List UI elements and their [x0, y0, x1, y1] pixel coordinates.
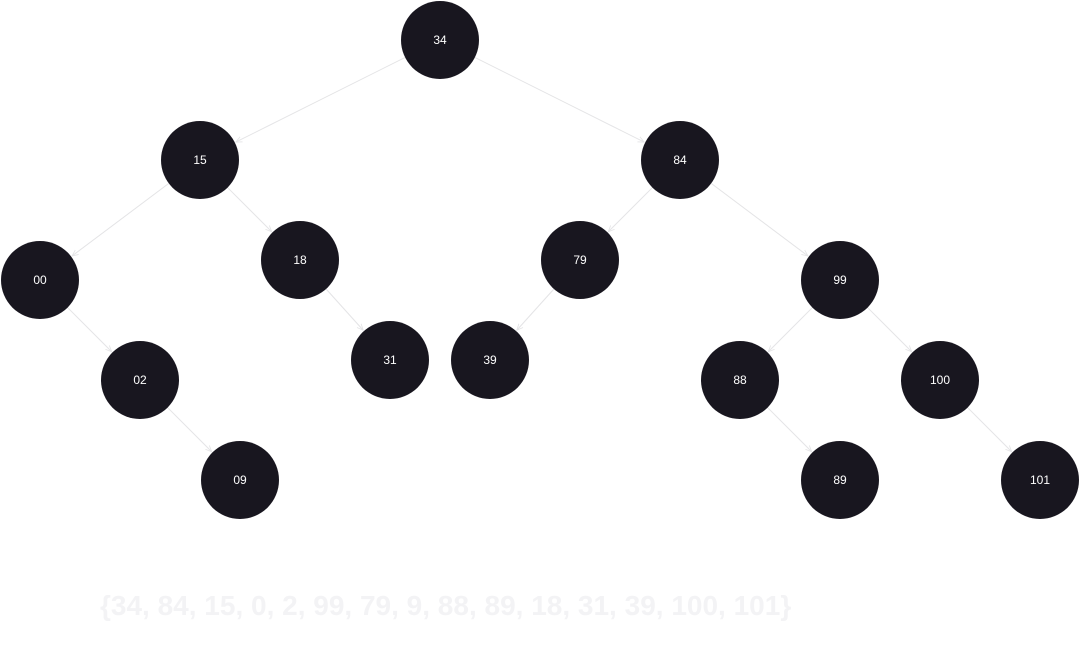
tree-node-18: 18 [261, 221, 339, 299]
tree-node-00: 00 [1, 241, 79, 319]
node-circle [351, 321, 429, 399]
node-circle [641, 121, 719, 199]
tree-node-88: 88 [701, 341, 779, 419]
node-circle [101, 341, 179, 419]
edge-84-to-79 [608, 187, 653, 232]
tree-node-39: 39 [451, 321, 529, 399]
tree-node-15: 15 [161, 121, 239, 199]
node-circle [801, 241, 879, 319]
node-circle [901, 341, 979, 419]
node-circle [541, 221, 619, 299]
edge-15-to-18 [227, 187, 272, 232]
node-circle [1001, 441, 1079, 519]
node-label: 99 [833, 273, 847, 287]
edge-99-to-88 [768, 307, 813, 352]
node-label: 02 [133, 373, 147, 387]
node-circle [451, 321, 529, 399]
edge-88-to-89 [767, 407, 812, 452]
tree-node-79: 79 [541, 221, 619, 299]
edge-00-to-02 [67, 307, 112, 352]
edge-34-to-84 [474, 56, 644, 142]
tree-node-84: 84 [641, 121, 719, 199]
node-circle [801, 441, 879, 519]
node-label: 79 [573, 253, 587, 267]
node-circle [1, 241, 79, 319]
edge-99-to-100 [867, 307, 912, 352]
edge-79-to-39 [517, 288, 555, 330]
node-label: 101 [1030, 473, 1050, 487]
node-circle [701, 341, 779, 419]
tree-nodes: 34 15 84 00 18 79 99 02 31 39 88 100 09 89 101 [1, 1, 1079, 519]
node-label: 09 [233, 473, 247, 487]
node-circle [161, 121, 239, 199]
edge-84-to-99 [710, 182, 808, 256]
edge-15-to-00 [72, 182, 170, 256]
edge-02-to-09 [167, 407, 212, 452]
node-label: 31 [383, 353, 397, 367]
node-circle [401, 1, 479, 79]
node-label: 34 [433, 33, 447, 47]
edge-100-to-101 [967, 407, 1012, 452]
node-label: 15 [193, 153, 207, 167]
node-label: 100 [930, 373, 950, 387]
edge-18-to-31 [325, 288, 363, 330]
node-label: 39 [483, 353, 497, 367]
edge-34-to-15 [236, 56, 406, 142]
tree-node-101: 101 [1001, 441, 1079, 519]
tree-node-02: 02 [101, 341, 179, 419]
node-label: 88 [733, 373, 747, 387]
tree-node-100: 100 [901, 341, 979, 419]
tree-node-89: 89 [801, 441, 879, 519]
node-label: 84 [673, 153, 687, 167]
tree-node-99: 99 [801, 241, 879, 319]
tree-node-09: 09 [201, 441, 279, 519]
node-label: 00 [33, 273, 47, 287]
tree-node-34: 34 [401, 1, 479, 79]
insertion-sequence: {34, 84, 15, 0, 2, 99, 79, 9, 88, 89, 18… [100, 590, 792, 621]
tree-edges [67, 56, 1012, 452]
node-circle [261, 221, 339, 299]
node-circle [201, 441, 279, 519]
node-label: 89 [833, 473, 847, 487]
tree-node-31: 31 [351, 321, 429, 399]
node-label: 18 [293, 253, 307, 267]
